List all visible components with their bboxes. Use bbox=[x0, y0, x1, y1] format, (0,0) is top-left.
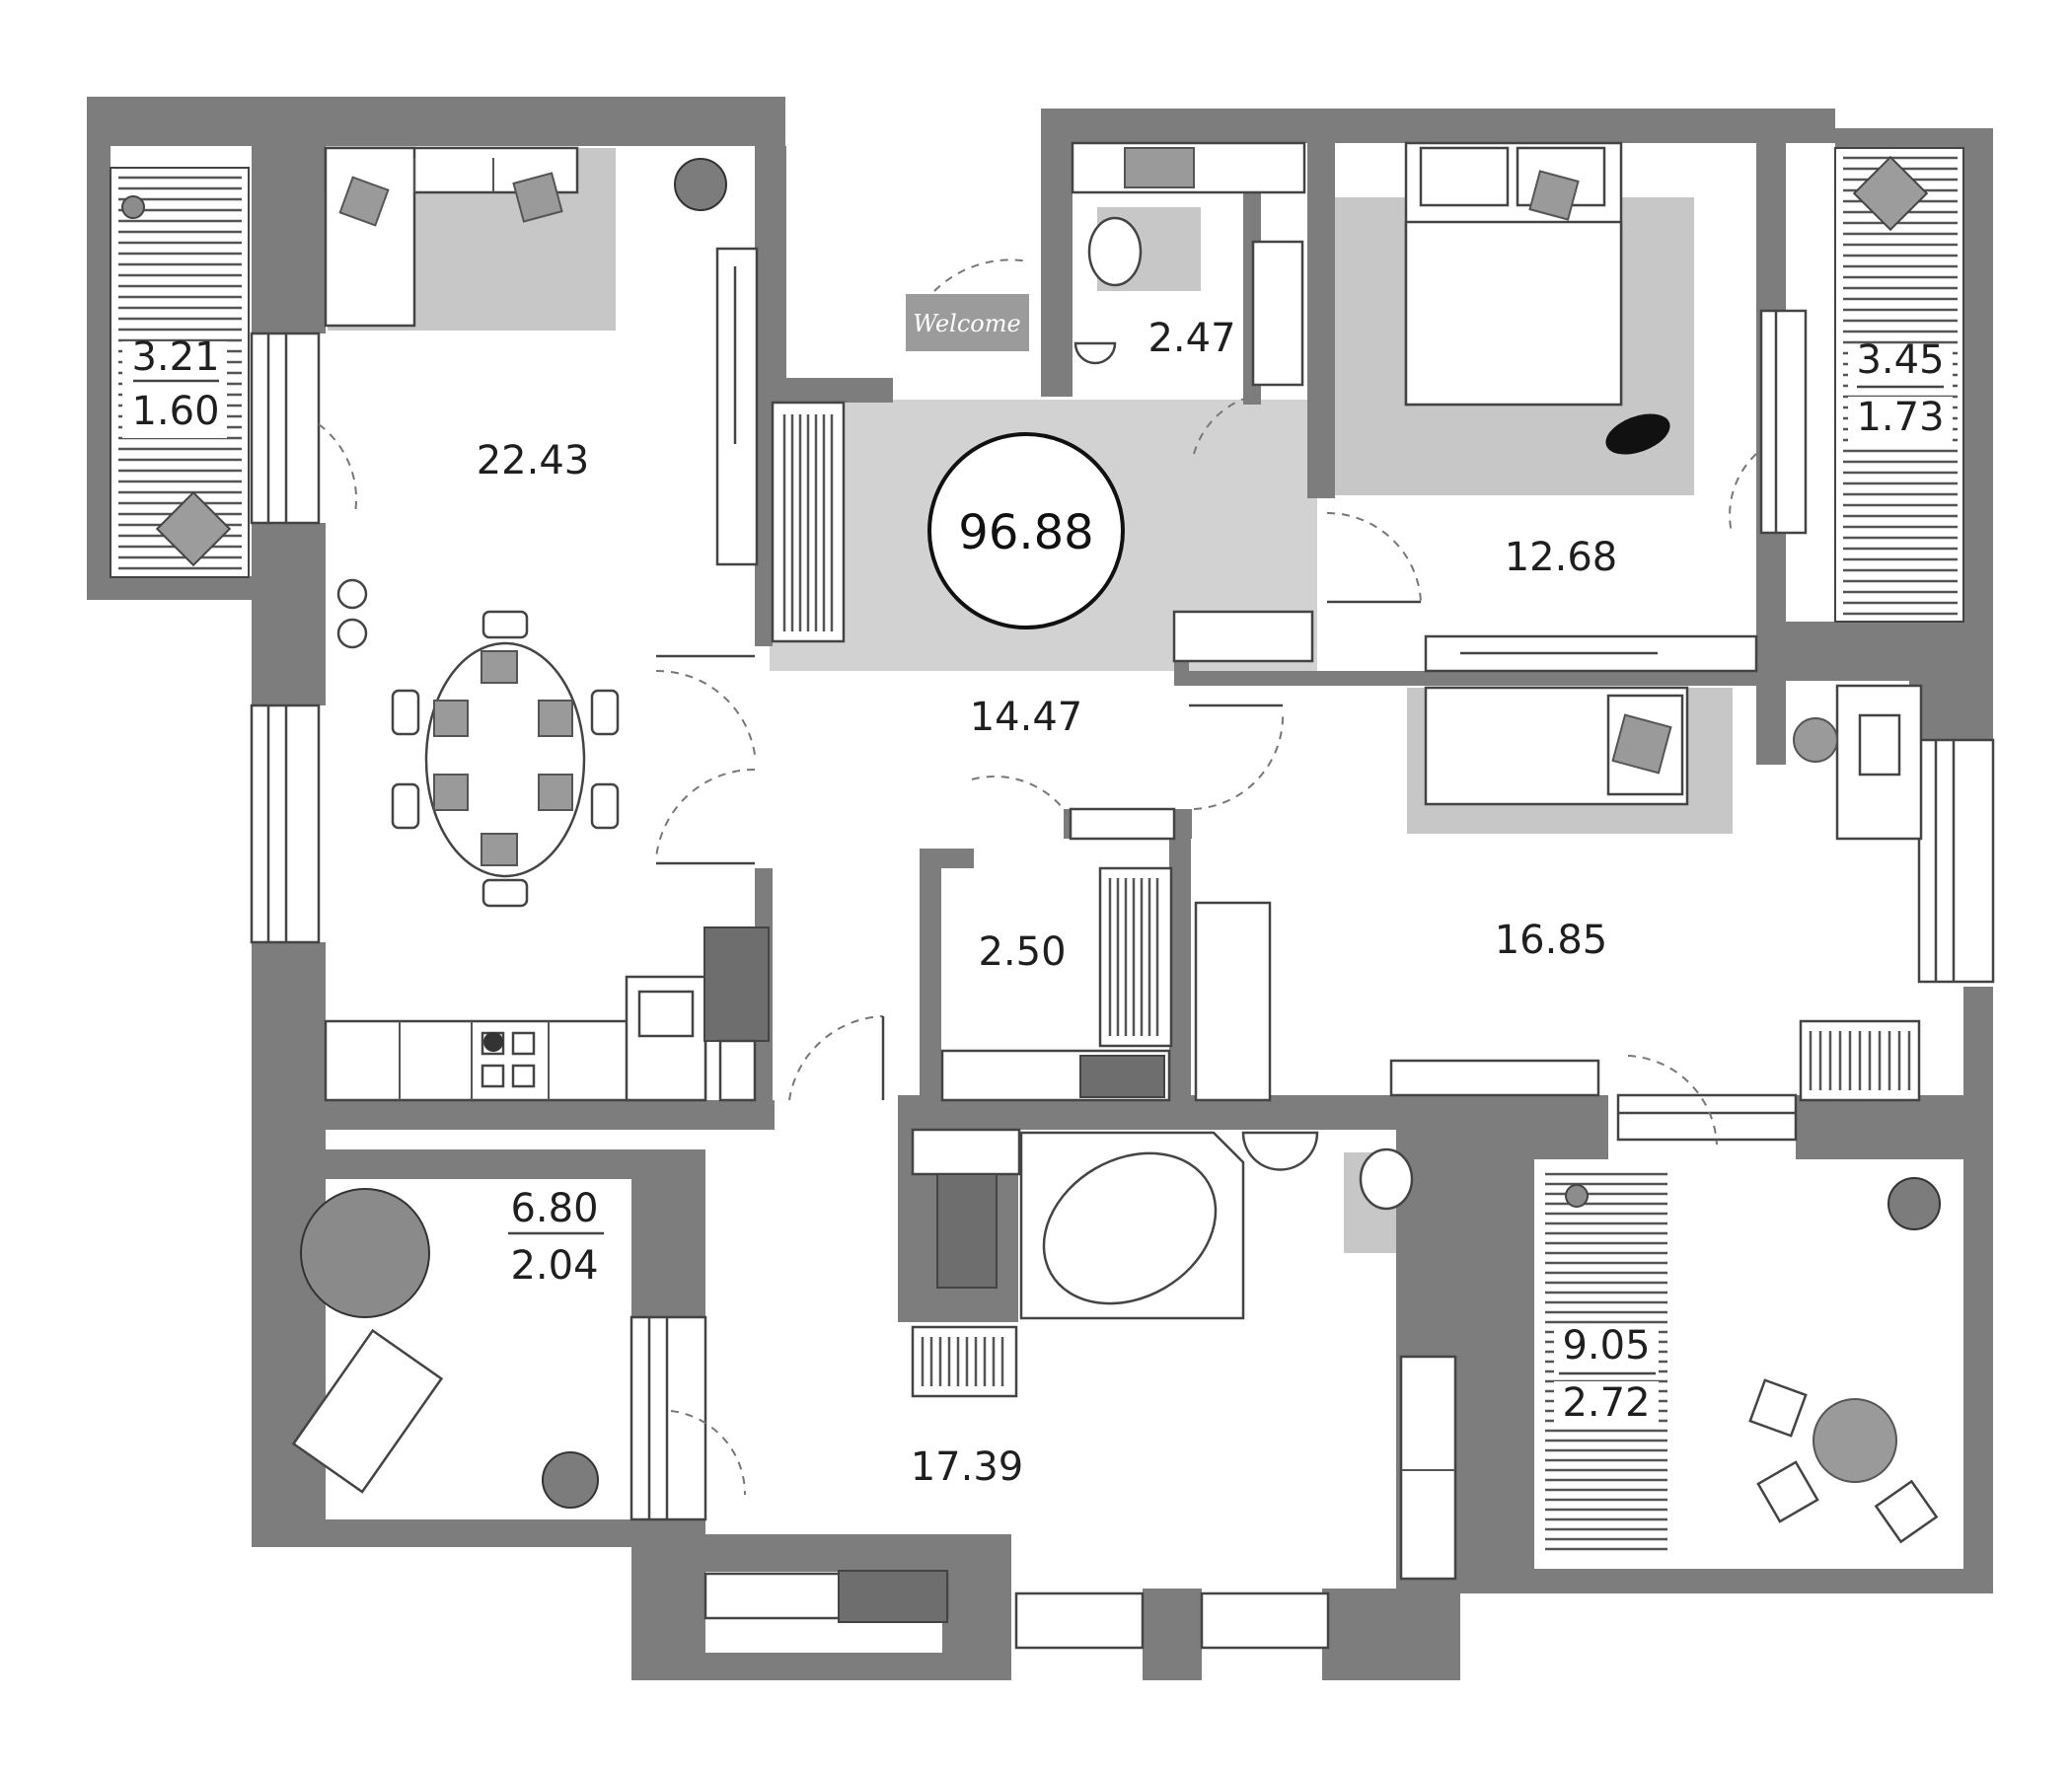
hall-wardrobe bbox=[771, 401, 846, 643]
window bbox=[629, 1315, 707, 1521]
door-swings bbox=[318, 259, 1757, 1496]
wall bbox=[1041, 109, 1073, 397]
room-area: 22.43 bbox=[477, 438, 590, 483]
wall bbox=[87, 576, 255, 600]
wall bbox=[252, 1100, 775, 1130]
wall bbox=[755, 146, 786, 378]
balcony-area: 3.21 bbox=[131, 334, 219, 380]
window bbox=[1616, 1093, 1798, 1142]
bath-washer bbox=[703, 1570, 949, 1623]
wall bbox=[1460, 1569, 1993, 1593]
balcony-area-group: 3.21 1.60 bbox=[122, 334, 227, 438]
patio-set bbox=[1748, 1378, 1939, 1544]
wall bbox=[1169, 809, 1191, 1105]
desk bbox=[1793, 684, 1923, 841]
total-area: 96.88 bbox=[958, 505, 1093, 560]
doormat-text: Welcome bbox=[913, 310, 1020, 337]
wall bbox=[252, 146, 326, 333]
wall bbox=[252, 1519, 705, 1547]
stools bbox=[336, 578, 368, 649]
terrace-reduced-area: 2.72 bbox=[1562, 1380, 1650, 1426]
wall bbox=[1796, 1095, 1993, 1159]
kitchen-counter bbox=[324, 926, 770, 1102]
wc-fixtures bbox=[1071, 141, 1306, 387]
wall bbox=[942, 1534, 1011, 1680]
window bbox=[1759, 309, 1808, 535]
child-dresser bbox=[1389, 1019, 1921, 1102]
wall bbox=[755, 380, 773, 646]
tv-unit bbox=[715, 247, 759, 566]
wall bbox=[755, 378, 893, 403]
bath-cabinet bbox=[1399, 1355, 1457, 1581]
window bbox=[1014, 1591, 1145, 1650]
wall bbox=[920, 849, 974, 868]
balcony-area-group: 3.45 1.73 bbox=[1848, 337, 1953, 444]
window bbox=[1200, 1591, 1330, 1650]
doormat-label-bg bbox=[906, 294, 1029, 351]
bath-laundry bbox=[911, 1128, 1021, 1398]
room-area: 2.47 bbox=[1147, 316, 1235, 361]
area-labels: 22.43 14.47 2.47 12.68 16.85 2.50 17.39 … bbox=[122, 316, 1953, 1490]
wall bbox=[1307, 143, 1335, 498]
wall bbox=[1963, 987, 1993, 1593]
wall bbox=[252, 1149, 646, 1179]
room-area: 12.68 bbox=[1505, 535, 1618, 580]
room-area: 16.85 bbox=[1495, 918, 1608, 963]
terrace-area: 6.80 bbox=[510, 1186, 598, 1231]
wall bbox=[87, 97, 785, 146]
bath-sink bbox=[1241, 1131, 1319, 1171]
wall bbox=[1041, 109, 1835, 143]
hall-shelf bbox=[1172, 610, 1314, 663]
windows bbox=[250, 309, 1995, 1650]
room-area: 17.39 bbox=[911, 1444, 1024, 1490]
wall bbox=[87, 97, 111, 600]
single-bed bbox=[1424, 686, 1689, 806]
wall bbox=[252, 942, 326, 1100]
terrace-area: 9.05 bbox=[1562, 1323, 1650, 1369]
terrace-area-group: 9.05 2.72 bbox=[1554, 1323, 1659, 1429]
wall bbox=[1396, 1589, 1460, 1680]
double-bed bbox=[1404, 141, 1623, 407]
wall bbox=[1786, 622, 1993, 681]
wall bbox=[1143, 1589, 1202, 1680]
room-area: 2.50 bbox=[978, 929, 1066, 975]
terrace-area-group: 6.80 2.04 bbox=[508, 1186, 604, 1289]
wall bbox=[1909, 681, 1993, 740]
balcony-reduced-area: 1.60 bbox=[131, 389, 219, 434]
bath-toilet bbox=[1359, 1147, 1414, 1211]
balcony-area: 3.45 bbox=[1856, 337, 1944, 383]
room-area: 14.47 bbox=[970, 695, 1083, 740]
terrace-reduced-area: 2.04 bbox=[510, 1243, 598, 1289]
bathtub bbox=[1019, 1131, 1245, 1320]
child-wardrobe bbox=[1194, 901, 1272, 1102]
dining-table bbox=[391, 610, 620, 908]
sun-lounger bbox=[291, 1188, 444, 1494]
bedroom-tv bbox=[1424, 634, 1758, 673]
wall bbox=[920, 849, 941, 1105]
cat-icon bbox=[1605, 413, 1670, 455]
balcony-reduced-area: 1.73 bbox=[1856, 395, 1944, 440]
window bbox=[1917, 738, 1995, 984]
wall bbox=[252, 523, 326, 705]
wall bbox=[1174, 671, 1786, 686]
wardrobe-racks bbox=[940, 807, 1176, 1102]
total-area-badge: 96.88 bbox=[927, 432, 1125, 629]
wall bbox=[1460, 1095, 1534, 1593]
wall bbox=[631, 1519, 705, 1677]
sofa bbox=[324, 146, 579, 328]
